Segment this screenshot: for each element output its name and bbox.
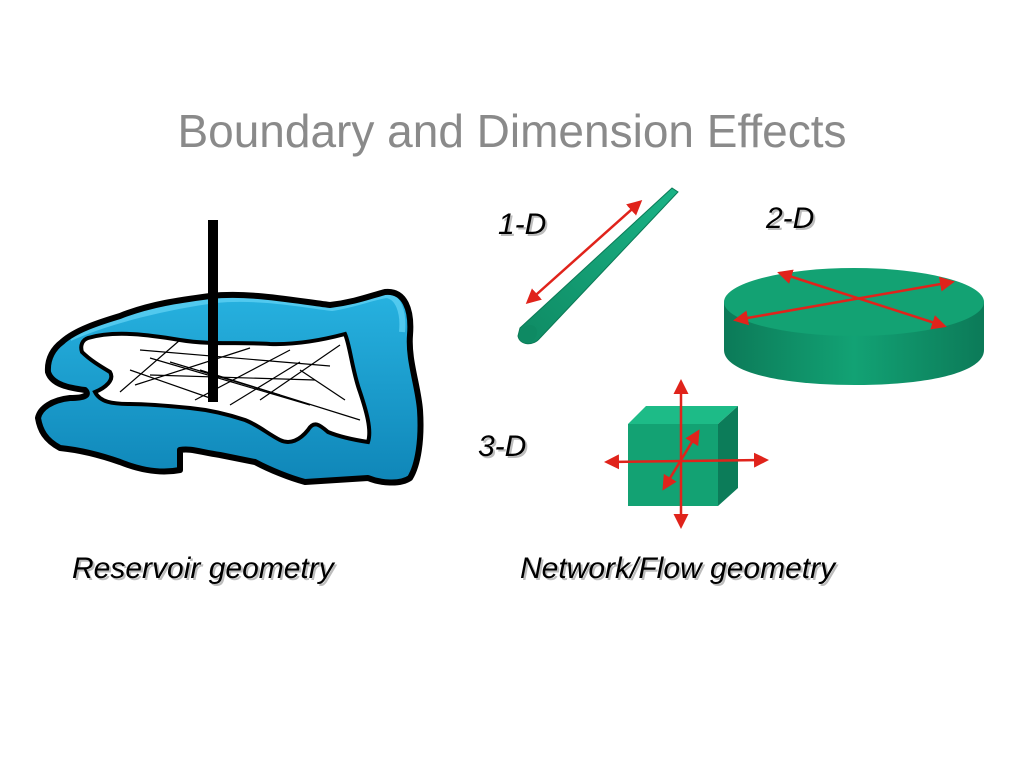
label-1d: 1-D	[498, 208, 547, 241]
reservoir-caption: Reservoir geometry	[72, 552, 334, 585]
reservoir-opening	[79, 331, 372, 445]
fracture-network	[119, 339, 361, 421]
three-d-shape	[604, 379, 769, 529]
slide-title: Boundary and Dimension Effects	[177, 105, 847, 157]
one-d-shape	[517, 187, 679, 345]
three-d-cube-front	[628, 424, 718, 506]
two-d-cylinder-top	[724, 268, 984, 336]
label-3d: 3-D	[478, 430, 527, 463]
one-d-arrow	[525, 200, 643, 304]
three-d-arrow-depth	[662, 429, 700, 491]
reservoir-geometry	[35, 220, 424, 486]
two-d-shape	[724, 268, 984, 385]
well-bore	[208, 220, 218, 402]
two-d-arrow-b	[777, 269, 947, 330]
label-2d: 2-D	[766, 202, 815, 235]
reservoir-outline	[35, 288, 424, 486]
network-caption: Network/Flow geometry	[520, 552, 836, 585]
